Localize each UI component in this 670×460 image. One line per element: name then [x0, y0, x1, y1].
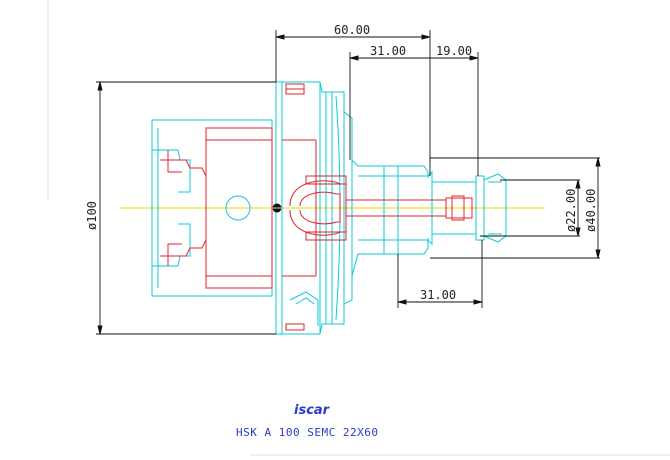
company-logo: iscar [294, 403, 331, 418]
dim-nut-diameter: ø40.00 [584, 189, 598, 232]
dim-bore-diameter: ø22.00 [564, 189, 578, 232]
dim-clamp-length: 31.00 [420, 288, 456, 302]
dim-overall-length: 60.00 [334, 23, 370, 37]
part-caption: HSK A 100 SEMC 22X60 [236, 426, 378, 439]
dim-nut-length: 19.00 [436, 44, 472, 58]
dim-flange-diameter: ø100 [85, 201, 99, 230]
dim-shank-length: 31.00 [370, 44, 406, 58]
dimension-lines [96, 30, 601, 335]
